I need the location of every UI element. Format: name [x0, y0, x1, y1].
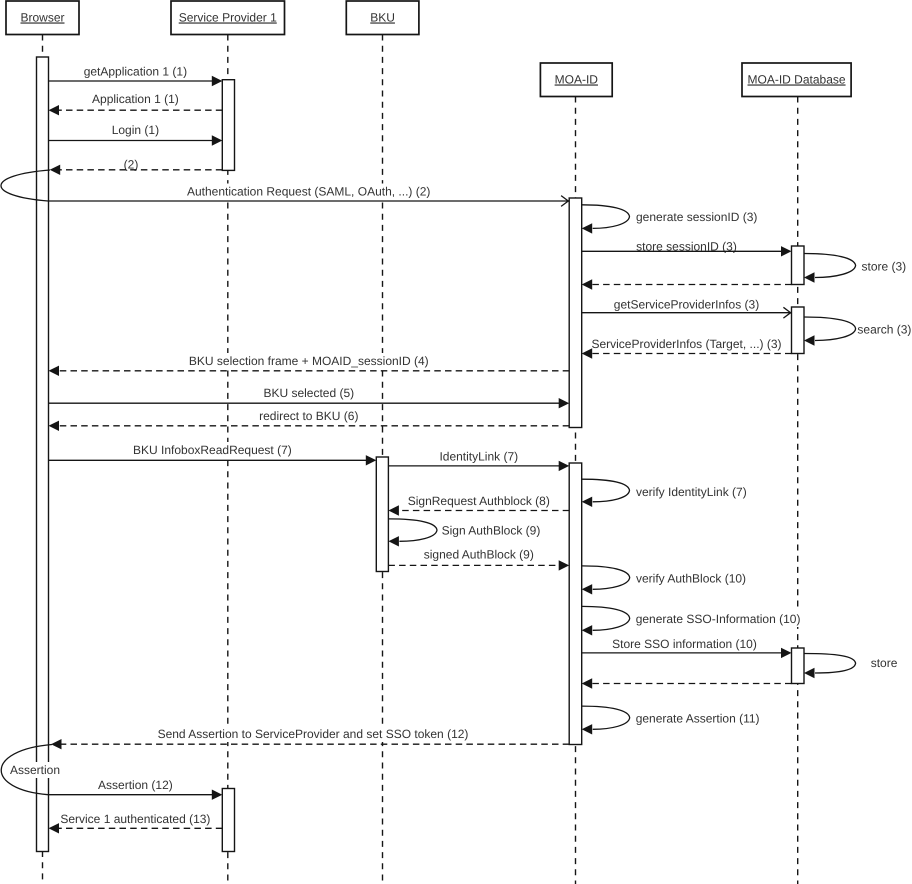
svg-text:IdentityLink (7): IdentityLink (7) — [439, 450, 518, 464]
svg-text:redirect to BKU (6): redirect to BKU (6) — [259, 409, 358, 423]
svg-text:getApplication 1 (1): getApplication 1 (1) — [84, 65, 187, 79]
svg-text:store sessionID (3): store sessionID (3) — [636, 240, 737, 254]
svg-text:Assertion: Assertion — [10, 763, 60, 777]
svg-text:search (3): search (3) — [857, 322, 911, 336]
svg-text:getServiceProviderInfos (3): getServiceProviderInfos (3) — [614, 298, 759, 312]
svg-text:generate SSO-Information (10): generate SSO-Information (10) — [636, 612, 801, 626]
svg-text:generate Assertion (11): generate Assertion (11) — [636, 711, 760, 725]
svg-text:Login (1): Login (1) — [112, 123, 159, 137]
svg-text:MOA-ID Database: MOA-ID Database — [748, 72, 846, 86]
svg-text:verify AuthBlock (10): verify AuthBlock (10) — [636, 572, 746, 586]
svg-text:ServiceProviderInfos (Target,: ServiceProviderInfos (Target, ...) (3) — [591, 337, 781, 351]
svg-text:Store SSO information (10): Store SSO information (10) — [612, 637, 757, 651]
svg-text:signed AuthBlock (9): signed AuthBlock (9) — [424, 548, 534, 562]
svg-text:Sign AuthBlock (9): Sign AuthBlock (9) — [442, 524, 541, 538]
svg-text:Browser: Browser — [20, 10, 64, 24]
svg-text:store (3): store (3) — [862, 260, 907, 274]
svg-text:Application 1 (1): Application 1 (1) — [92, 92, 179, 106]
svg-text:generate sessionID (3): generate sessionID (3) — [636, 210, 757, 224]
svg-text:Service 1 authenticated (13): Service 1 authenticated (13) — [60, 812, 210, 826]
svg-text:BKU selected (5): BKU selected (5) — [263, 386, 354, 400]
svg-text:store: store — [871, 656, 898, 670]
svg-text:Service Provider 1: Service Provider 1 — [179, 10, 277, 24]
svg-text:Send Assertion to ServiceProvi: Send Assertion to ServiceProvider and se… — [158, 727, 469, 741]
svg-text:MOA-ID: MOA-ID — [555, 72, 599, 86]
svg-text:Assertion (12): Assertion (12) — [98, 778, 173, 792]
svg-text:BKU selection frame + MOAID_se: BKU selection frame + MOAID_sessionID (4… — [189, 354, 429, 368]
svg-text:Authentication Request (SAML,: Authentication Request (SAML, OAuth, ...… — [187, 185, 430, 199]
svg-text:SignRequest Authblock (8): SignRequest Authblock (8) — [408, 494, 550, 508]
svg-text:BKU: BKU — [370, 10, 395, 24]
svg-text:(2): (2) — [124, 157, 139, 171]
svg-text:verify IdentityLink (7): verify IdentityLink (7) — [636, 485, 747, 499]
svg-text:BKU InfoboxReadRequest (7): BKU InfoboxReadRequest (7) — [133, 443, 292, 457]
